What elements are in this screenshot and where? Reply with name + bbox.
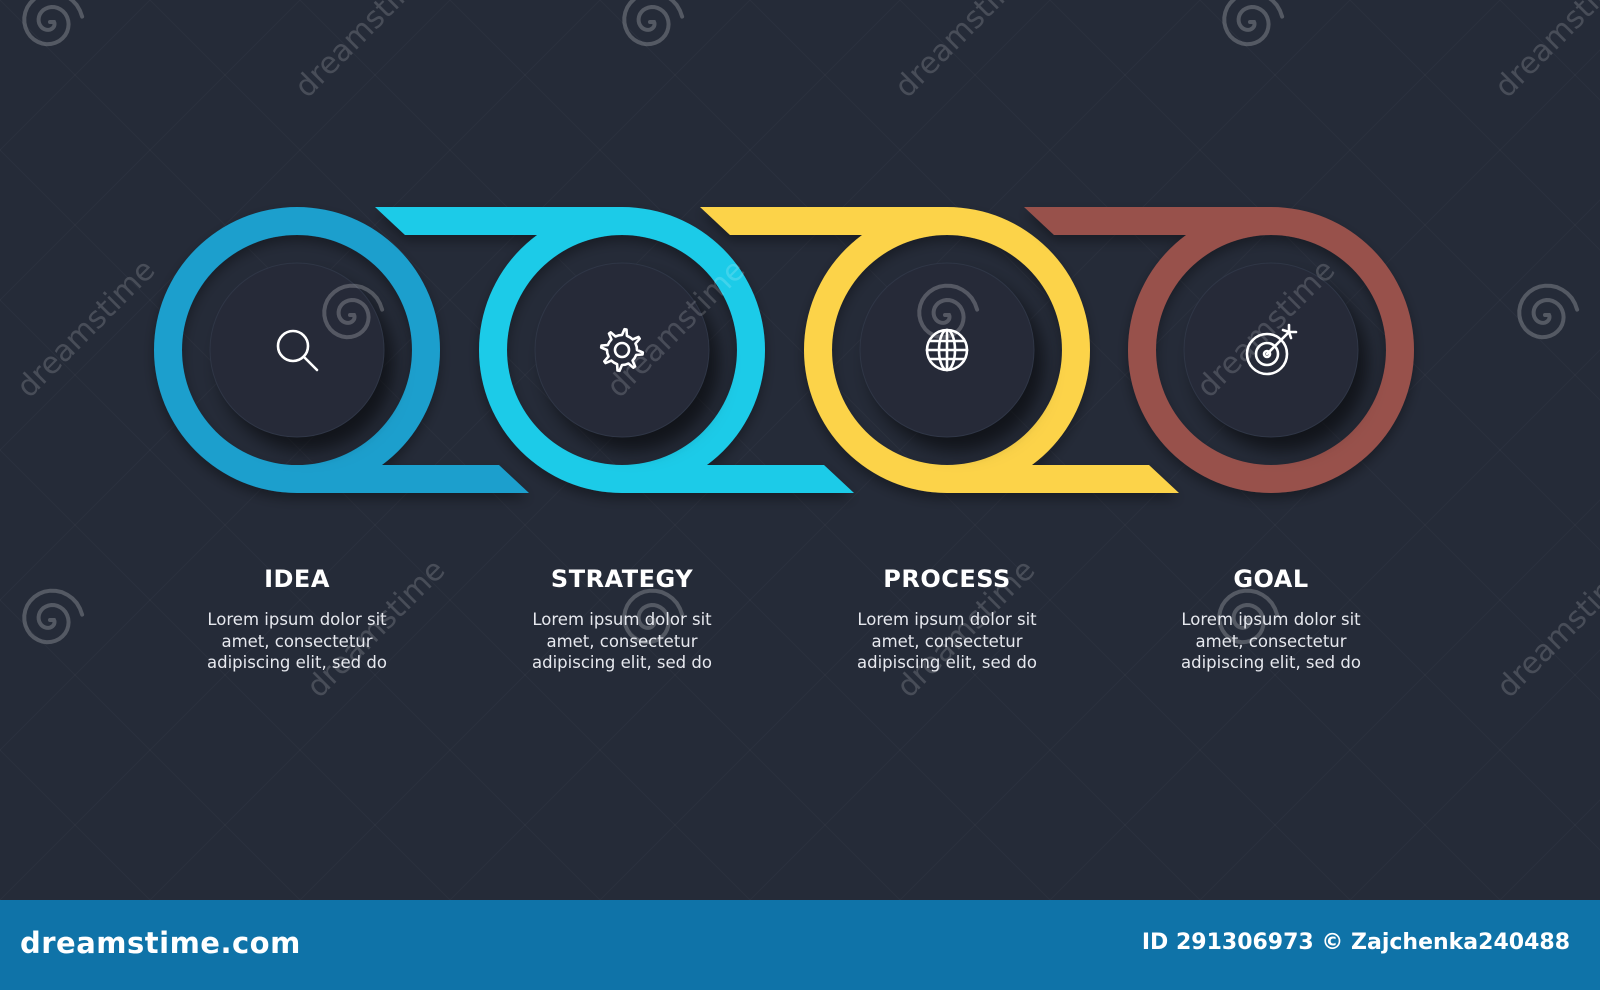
watermark-swirl-icon — [22, 588, 85, 645]
step-ring-1 — [154, 207, 529, 493]
step-title: IDEA — [264, 565, 330, 593]
bg-line — [1200, 0, 1600, 900]
ring-top-tab — [700, 207, 947, 235]
step-ring-4 — [1024, 207, 1414, 493]
step-disc-1 — [210, 263, 384, 437]
watermark-swirls — [22, 0, 1580, 645]
bg-line — [1050, 0, 1600, 900]
step-description: Lorem ipsum dolor sit amet, consectetur … — [472, 609, 772, 674]
step-discs — [209, 262, 1359, 438]
watermark-swirl-icon — [1517, 283, 1580, 340]
desc-line: adipiscing elit, sed do — [207, 653, 387, 672]
step-title: PROCESS — [883, 565, 1011, 593]
ring-top-tab — [1024, 207, 1271, 235]
desc-line: amet, consectetur — [546, 631, 698, 651]
watermark-swirl-icon — [917, 283, 980, 340]
step-process-text: PROCESS Lorem ipsum dolor sit amet, cons… — [797, 565, 1097, 674]
step-description: Lorem ipsum dolor sit amet, consectetur … — [1121, 609, 1421, 674]
step-goal-text: GOAL Lorem ipsum dolor sit amet, consect… — [1121, 565, 1421, 674]
disc-rim — [859, 262, 1035, 438]
step-title: GOAL — [1233, 565, 1309, 593]
footer-brand: dreamstime.com — [20, 926, 301, 960]
ring-bottom-tab — [297, 465, 529, 493]
desc-line: amet, consectetur — [871, 631, 1023, 651]
step-icons — [276, 323, 1298, 376]
desc-line: adipiscing elit, sed do — [1181, 653, 1361, 672]
watermark-swirl-icon — [22, 0, 85, 47]
watermark-footer: dreamstime.com ID 291306973 © Zajchenka2… — [0, 900, 1600, 990]
ring-bottom-tab — [622, 465, 854, 493]
desc-line: adipiscing elit, sed do — [857, 653, 1037, 672]
step-title: STRATEGY — [550, 565, 694, 593]
watermark-swirl-icon — [322, 283, 385, 340]
step-ring-2 — [375, 207, 854, 493]
step-description: Lorem ipsum dolor sit amet, consectetur … — [147, 609, 447, 674]
disc-rim — [209, 262, 385, 438]
desc-line: Lorem ipsum dolor sit — [857, 610, 1037, 629]
ring-bottom-tab — [947, 465, 1179, 493]
step-strategy-text: STRATEGY Lorem ipsum dolor sit amet, con… — [472, 565, 772, 674]
target-icon — [1245, 323, 1298, 376]
gear-icon — [599, 327, 645, 373]
bg-line — [0, 0, 150, 900]
step-idea-text: IDEA Lorem ipsum dolor sit amet, consect… — [147, 565, 447, 674]
bg-line — [1350, 0, 1600, 900]
desc-line: Lorem ipsum dolor sit — [532, 610, 712, 629]
bg-line — [0, 0, 150, 900]
disc-rim — [534, 262, 710, 438]
desc-line: Lorem ipsum dolor sit — [207, 610, 387, 629]
watermark-swirl-icon — [622, 0, 685, 47]
step-disc-2 — [535, 263, 709, 437]
desc-line: Lorem ipsum dolor sit — [1181, 610, 1361, 629]
watermark-swirl-icon — [1222, 0, 1285, 47]
bg-line — [1050, 0, 1600, 900]
bg-line — [1200, 0, 1600, 900]
ring-top-tab — [375, 207, 622, 235]
magnifier-icon — [276, 329, 319, 372]
bg-line — [1350, 0, 1600, 900]
disc-rim — [1183, 262, 1359, 438]
watermark-swirl-icon — [1217, 588, 1280, 645]
desc-line: amet, consectetur — [1195, 631, 1347, 651]
desc-line: adipiscing elit, sed do — [532, 653, 712, 672]
globe-icon — [925, 328, 969, 372]
step-ring-3 — [700, 207, 1179, 493]
footer-credit: ID 291306973 © Zajchenka240488 — [1141, 930, 1570, 955]
desc-line: amet, consectetur — [221, 631, 373, 651]
step-rings — [154, 207, 1414, 493]
watermark-swirl-icon — [622, 588, 685, 645]
step-description: Lorem ipsum dolor sit amet, consectetur … — [797, 609, 1097, 674]
